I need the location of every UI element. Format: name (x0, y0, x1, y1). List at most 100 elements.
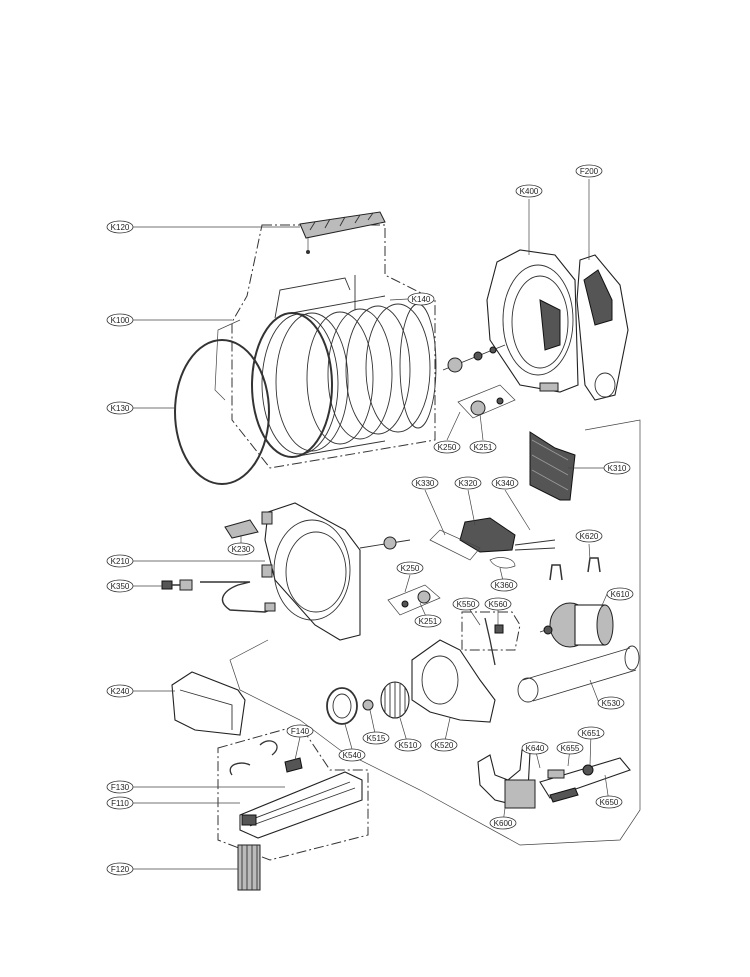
callout-k350: K350 (106, 579, 134, 593)
part-f200-duct (576, 254, 629, 401)
callout-k120: K120 (106, 220, 134, 234)
part-k210-front-bulkhead (261, 502, 361, 641)
callout-k400: K400 (515, 184, 543, 198)
label-k240: K240 (111, 687, 130, 696)
callout-f140: F140 (286, 724, 314, 738)
label-k210: K210 (111, 557, 130, 566)
callout-k100: K100 (106, 313, 134, 327)
part-k120-bracket (299, 211, 386, 254)
drum-assembly-boundary (231, 224, 436, 469)
label-k600: K600 (494, 819, 513, 828)
label-k330: K330 (416, 479, 435, 488)
label-k515: K515 (367, 734, 386, 743)
part-k240-housing (171, 671, 246, 736)
label-k340: K340 (496, 479, 515, 488)
part-k620-clamps (549, 557, 601, 581)
callout-k510: K510 (394, 738, 422, 752)
label-k230: K230 (232, 545, 251, 554)
label-f110: F110 (111, 799, 129, 808)
callout-k250-upper: K250 (433, 440, 461, 454)
callout-k550: K550 (452, 597, 480, 611)
callout-k320: K320 (454, 476, 482, 490)
label-k250-lower: K250 (401, 564, 420, 573)
label-k350: K350 (111, 582, 130, 591)
label-f120: F120 (111, 865, 130, 874)
part-k250-roller-lower (359, 536, 441, 616)
label-k620: K620 (580, 532, 599, 541)
label-k560: K560 (489, 600, 508, 609)
part-k550-bracket (484, 617, 504, 666)
callout-k620: K620 (575, 529, 603, 543)
callout-f200: F200 (575, 164, 603, 178)
callout-k560: K560 (484, 597, 512, 611)
part-k650-idler-assembly (539, 757, 631, 803)
label-k250-upper: K250 (438, 443, 457, 452)
callout-f120: F120 (106, 862, 134, 876)
part-k350-harness (161, 579, 276, 613)
cabinet-outline (229, 419, 641, 846)
part-k510-blower (362, 681, 410, 719)
part-k140-drum (251, 275, 437, 458)
callout-k530: K530 (597, 696, 625, 710)
part-k540-seal (326, 687, 358, 725)
motor-assembly-boundary (461, 611, 521, 651)
label-k130: K130 (111, 404, 130, 413)
part-k130-gasket (174, 339, 270, 485)
label-f130: F130 (111, 783, 130, 792)
callout-k251-lower: K251 (414, 614, 442, 628)
cabinet-outline-2 (214, 319, 241, 401)
label-k360: K360 (495, 581, 514, 590)
label-k320: K320 (459, 479, 478, 488)
callout-k520: K520 (430, 738, 458, 752)
part-k250-roller-upper (442, 344, 516, 419)
callout-k330: K330 (411, 476, 439, 490)
label-k120: K120 (111, 223, 130, 232)
label-k640: K640 (526, 744, 545, 753)
callout-k250-lower: K250 (396, 561, 424, 575)
part-k520-blower-housing (411, 639, 496, 723)
label-k610: K610 (611, 590, 630, 599)
callout-k655: K655 (556, 741, 584, 755)
part-f110-heater-housing (239, 771, 363, 839)
callout-k140: K140 (407, 292, 435, 306)
label-k100: K100 (111, 316, 130, 325)
label-k400: K400 (520, 187, 539, 196)
callout-k650: K650 (595, 795, 623, 809)
callout-k251-upper: K251 (469, 440, 497, 454)
callout-f110: F110 (106, 796, 134, 810)
label-f140: F140 (291, 727, 310, 736)
callout-k610: K610 (606, 587, 634, 601)
label-k530: K530 (602, 699, 621, 708)
label-k251-lower: K251 (419, 617, 438, 626)
label-k520: K520 (435, 741, 454, 750)
part-k610-motor (539, 602, 614, 648)
part-k530-duct (517, 645, 640, 703)
callout-k600: K600 (489, 816, 517, 830)
callout-k540: K540 (338, 748, 366, 762)
label-k510: K510 (399, 741, 418, 750)
callout-k240: K240 (106, 684, 134, 698)
label-k650: K650 (600, 798, 619, 807)
label-k550: K550 (457, 600, 476, 609)
label-k540: K540 (343, 751, 362, 760)
callout-k515: K515 (362, 731, 390, 745)
label-k655: K655 (561, 744, 580, 753)
callout-k310: K310 (603, 461, 631, 475)
label-k310: K310 (608, 464, 627, 473)
callout-k210: K210 (106, 554, 134, 568)
part-k230-clip (224, 519, 259, 539)
callout-k340: K340 (491, 476, 519, 490)
callout-k230: K230 (227, 542, 255, 556)
part-f140-thermostat (229, 740, 303, 776)
part-k310-filter (529, 431, 576, 501)
part-k320-idler-assembly (429, 517, 556, 569)
callout-k130: K130 (106, 401, 134, 415)
part-k400-rear-bulkhead (486, 249, 579, 393)
label-k140: K140 (412, 295, 431, 304)
part-f120-heater-element (237, 844, 261, 891)
label-k251-upper: K251 (474, 443, 493, 452)
part-k600-motor-mount (477, 749, 536, 809)
label-k651: K651 (582, 729, 601, 738)
